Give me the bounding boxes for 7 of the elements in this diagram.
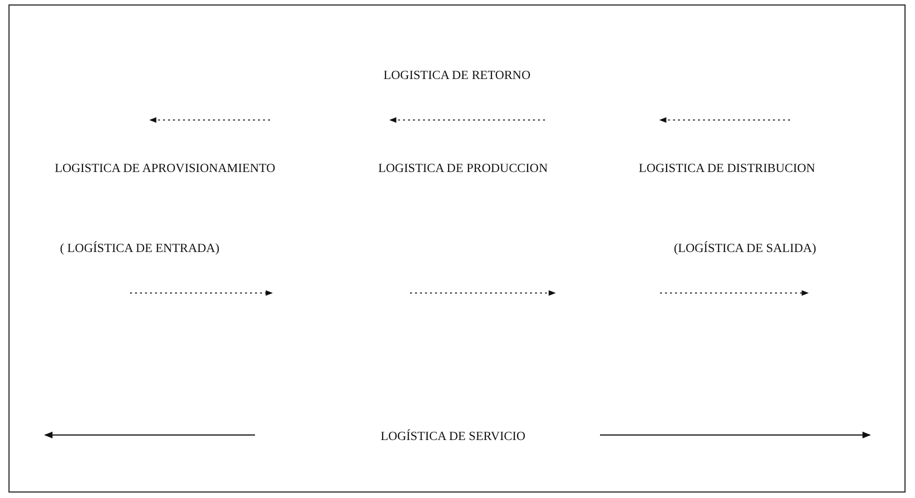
section-label: LOGISTICA DE DISTRIBUCION: [638, 161, 816, 176]
section-label: LOGISTICA DE RETORNO: [384, 68, 530, 83]
section-label: ( LOGÍSTICA DE ENTRADA): [60, 241, 220, 256]
section-label: LOGISTICA DE APROVISIONAMIENTO: [54, 161, 276, 176]
section-label: (LOGÍSTICA DE SALIDA): [674, 241, 816, 256]
section-label: LOGÍSTICA DE SERVICIO: [380, 429, 526, 444]
section-label: LOGISTICA DE PRODUCCION: [378, 161, 548, 176]
